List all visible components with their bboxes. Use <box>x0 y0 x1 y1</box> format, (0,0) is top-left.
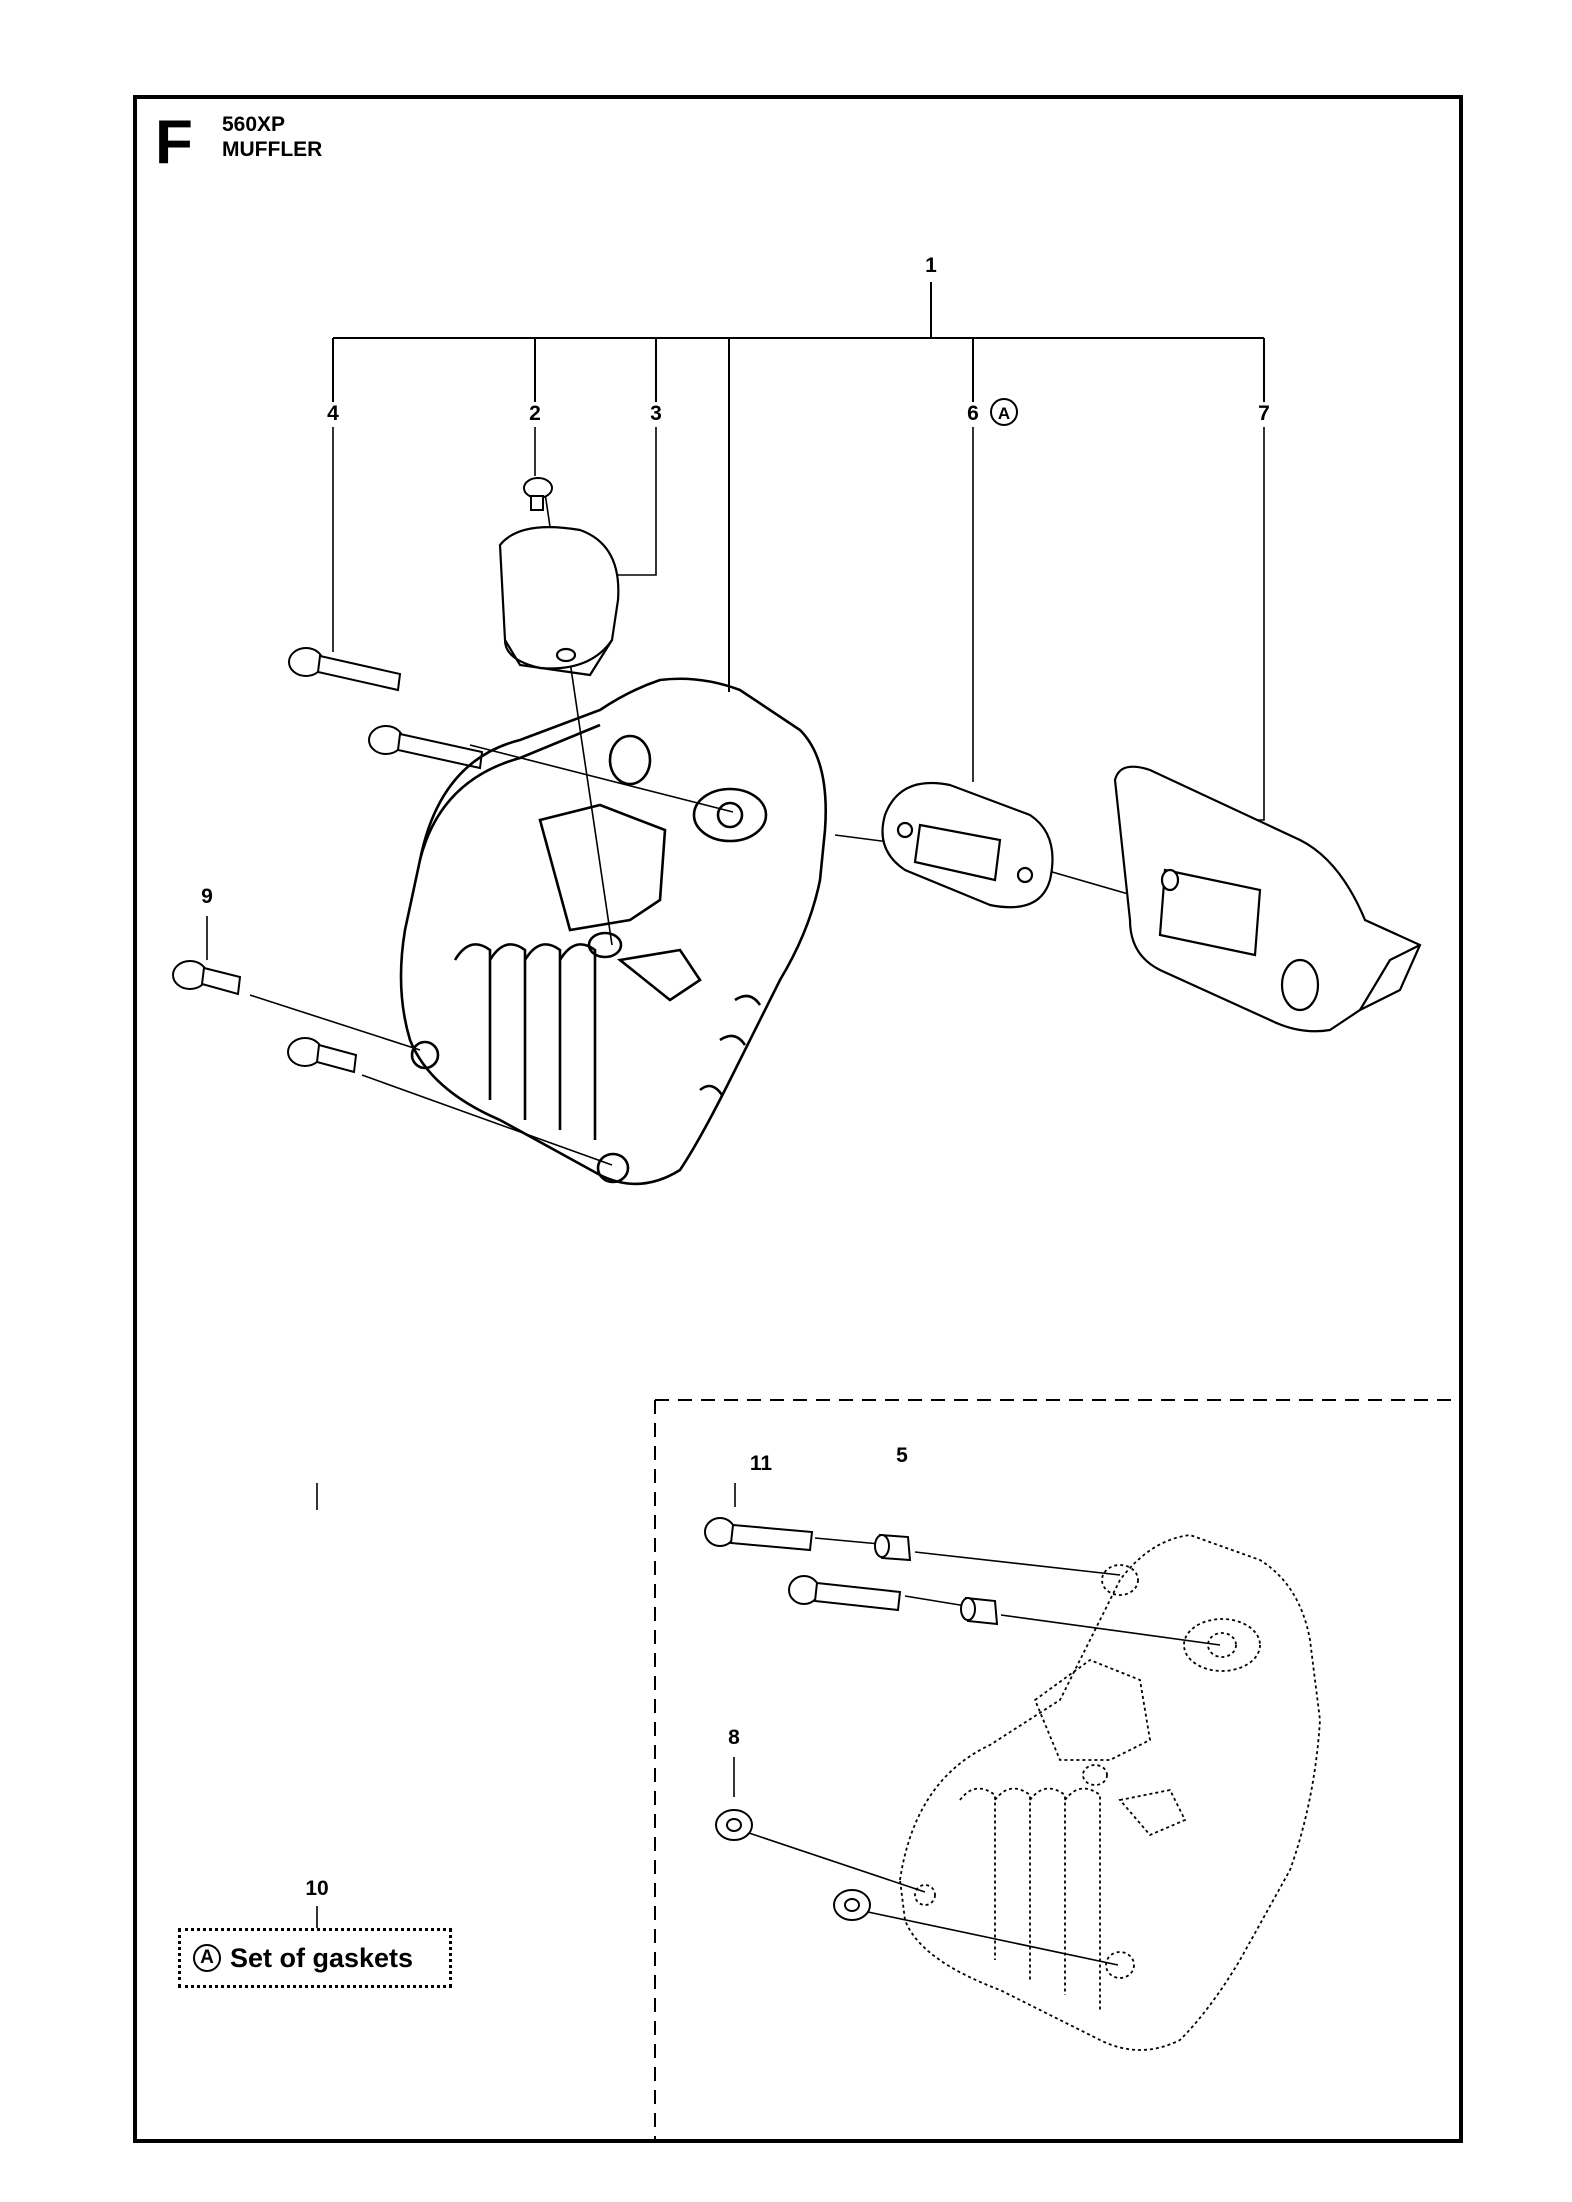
gasket-part-6 <box>881 781 1054 909</box>
callout-10: 10 <box>305 1877 328 1900</box>
callout-9: 9 <box>201 885 213 908</box>
callout-1: 1 <box>925 254 937 277</box>
muffler-body <box>399 677 827 1186</box>
section-letter: F <box>155 108 193 177</box>
legend-text: Set of gaskets <box>230 1942 414 1973</box>
heat-plate-part-7 <box>1113 765 1422 1033</box>
callout-4: 4 <box>327 402 339 425</box>
screw-part-2 <box>523 477 553 511</box>
callout-11: 11 <box>750 1452 773 1475</box>
inset-panel-border <box>654 1399 1459 2141</box>
short-screw-part-9 <box>172 960 358 1074</box>
legend-marker: A <box>193 1944 221 1972</box>
callout-2: 2 <box>529 402 541 425</box>
callout-7: 7 <box>1258 402 1270 425</box>
gasket-marker-label: A <box>998 404 1010 423</box>
legend-set-of-gaskets: A Set of gaskets <box>178 1928 452 1988</box>
callout-3: 3 <box>650 402 662 425</box>
callout-tree <box>332 282 1265 692</box>
gasket-marker-circle <box>990 398 1018 426</box>
diagram-title: MUFFLER <box>222 138 323 161</box>
washer-part-8 <box>715 1809 871 1921</box>
muffler-inset-outline <box>899 1534 1321 2051</box>
callout-numbers: 1 4 2 3 6 A 7 9 11 5 8 10 <box>201 254 1270 1900</box>
model-name: 560XP <box>222 113 286 136</box>
long-screw-part-4 <box>288 647 484 770</box>
spacer-part-5 <box>874 1533 999 1626</box>
callout-6: 6 <box>967 402 979 425</box>
callout-8: 8 <box>728 1726 740 1749</box>
shield-cap-part-3 <box>498 526 620 677</box>
page-frame <box>133 95 1463 2143</box>
long-bolt-part-11 <box>704 1517 902 1612</box>
callout-5: 5 <box>896 1444 908 1467</box>
